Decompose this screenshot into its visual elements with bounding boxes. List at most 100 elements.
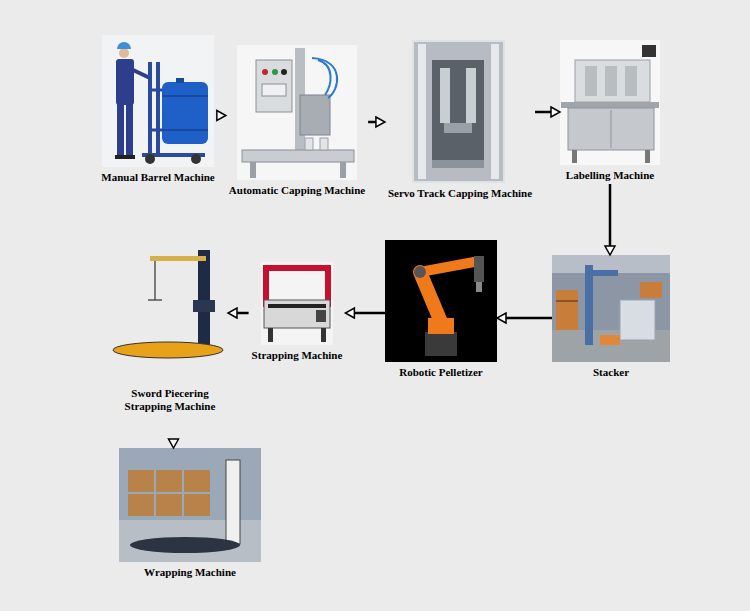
robot-arm-photo: [420, 272, 441, 322]
labelling-machine-photo: [568, 108, 654, 150]
machine-caption: Manual Barrel Machine: [101, 171, 214, 184]
labelling-machine-photo: [645, 150, 650, 163]
labelling-machine-photo: [560, 40, 660, 165]
servo-capping-machine-photo: [466, 68, 476, 123]
servo-capping-machine-photo: [414, 42, 503, 181]
barrel-machine-photo: [102, 35, 214, 167]
servo-capping-machine-photo: [412, 40, 505, 183]
barrel-machine-photo: [117, 104, 124, 156]
barrel-machine-photo: [162, 95, 208, 97]
capping-machine-photo: [242, 150, 354, 162]
machine-caption: Automatic Capping Machine: [229, 184, 365, 197]
wrapping-machine-photo: [128, 470, 154, 492]
machine-station: Labelling Machine: [560, 40, 660, 184]
machine-caption: Stacker: [593, 366, 629, 379]
stacker-photo: [552, 255, 670, 362]
servo-capping-machine-photo: [432, 60, 484, 160]
robot-arm-photo: [385, 240, 497, 362]
capping-machine-photo: [250, 162, 256, 178]
capping-machine-photo: [237, 45, 357, 180]
barrel-machine-photo: [150, 129, 162, 132]
robot-arm-photo: [474, 256, 484, 282]
robot-arm-photo: [414, 266, 426, 278]
machine-caption: Strapping Machine: [252, 349, 343, 362]
machine-caption: Robotic Pelletizer: [399, 366, 482, 379]
wrapping-machine-photo: [119, 448, 261, 562]
sword-strapping-machine-photo: [193, 300, 215, 312]
strapping-machine-photo: [266, 268, 328, 304]
labelling-machine-photo: [625, 66, 637, 96]
wrapping-machine-photo: [156, 494, 182, 516]
wrapping-machine-photo: [156, 470, 182, 492]
machine-station: Servo Track Capping Machine: [385, 40, 535, 202]
capping-machine-photo: [237, 45, 357, 180]
robot-arm-photo: [420, 262, 474, 272]
machine-station: Strapping Machine: [249, 262, 346, 364]
capping-machine-photo: [340, 162, 346, 178]
barrel-machine-photo: [191, 154, 201, 164]
servo-capping-machine-photo: [432, 160, 484, 168]
barrel-machine-photo: [117, 42, 131, 49]
labelling-machine-photo: [575, 60, 650, 102]
servo-capping-machine-photo: [444, 123, 472, 133]
capping-machine-photo: [281, 69, 287, 75]
stacker-photo: [585, 265, 593, 345]
servo-capping-machine-photo: [412, 40, 505, 183]
machine-caption: Servo Track Capping Machine: [388, 187, 532, 200]
machine-station: Automatic Capping Machine: [226, 45, 368, 199]
labelling-machine-photo: [605, 66, 617, 96]
robot-arm-photo: [476, 282, 482, 292]
barrel-machine-photo: [176, 78, 184, 83]
wrapping-machine-photo: [119, 448, 261, 562]
barrel-machine-photo: [162, 129, 208, 131]
stacker-photo: [556, 290, 578, 330]
strapping-machine-photo: [268, 304, 326, 308]
arrow-head: [217, 111, 226, 121]
barrel-machine-photo: [102, 35, 214, 167]
stacker-photo: [600, 335, 620, 345]
barrel-machine-photo: [125, 155, 135, 159]
strapping-machine-photo: [268, 328, 273, 342]
capping-machine-photo: [256, 60, 292, 112]
strapping-machine-photo: [264, 300, 330, 328]
servo-capping-machine-photo: [491, 44, 499, 179]
robot-arm-photo: [425, 332, 457, 356]
wrapping-machine-photo: [184, 470, 210, 492]
stacker-photo: [620, 300, 655, 340]
capping-machine-photo: [320, 138, 328, 150]
barrel-machine-photo: [150, 89, 162, 92]
sword-strapping-machine-photo: [113, 250, 223, 358]
machine-caption: Labelling Machine: [566, 169, 654, 182]
barrel-machine-photo: [133, 70, 150, 78]
machine-caption: Sword Piecering Strapping Machine: [118, 387, 222, 413]
capping-machine-photo: [312, 58, 337, 98]
capping-machine-photo: [318, 60, 331, 95]
stacker-photo: [640, 282, 662, 298]
labelling-machine-photo: [560, 40, 660, 165]
labelling-machine-photo: [585, 66, 597, 96]
arrow-head: [551, 107, 560, 117]
barrel-machine-photo: [116, 59, 134, 105]
capping-machine-photo: [262, 84, 286, 96]
sword-strapping-machine-photo: [113, 342, 223, 358]
wrapping-machine-photo: [184, 494, 210, 516]
capping-machine-photo: [305, 138, 313, 150]
flow-arrow: [609, 184, 612, 248]
wrapping-machine-photo: [226, 460, 240, 544]
servo-capping-machine-photo: [418, 44, 426, 179]
machine-station: Manual Barrel Machine: [98, 35, 217, 186]
barrel-machine-photo: [148, 62, 152, 155]
wrapping-machine-photo: [128, 494, 154, 516]
arrow-head: [345, 308, 354, 318]
flow-arrow: [352, 312, 385, 315]
arrow-head: [497, 313, 506, 323]
labelling-machine-photo: [642, 45, 656, 57]
capping-machine-photo: [262, 69, 268, 75]
sword-strapping-machine-photo: [150, 256, 206, 261]
machine-station: Sword Piecering Strapping Machine: [112, 243, 228, 441]
stacker-photo: [556, 300, 578, 302]
barrel-machine-photo: [145, 154, 155, 164]
machine-station: Wrapping Machine: [119, 448, 261, 581]
machine-caption: Wrapping Machine: [144, 566, 236, 579]
barrel-machine-photo: [119, 48, 129, 58]
